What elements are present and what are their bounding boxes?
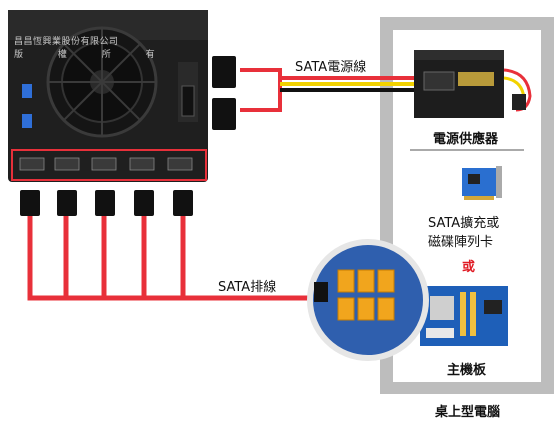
sata-power-cables [240, 68, 420, 112]
pcie-card-icon [462, 166, 502, 200]
sata-cable-label: SATA排線 [218, 280, 277, 295]
watermark-copyright: 版 權 所 有 [14, 50, 171, 60]
power-supply-icon [414, 50, 532, 118]
sata-card-label-line2: 磁碟陣列卡 [428, 235, 494, 250]
motherboard-label: 主機板 [447, 363, 487, 378]
hdd-enclosure-icon [8, 10, 208, 182]
watermark-company: 昌昌恆興業股份有限公司 [14, 37, 119, 47]
desktop-pc-label: 桌上型電腦 [435, 405, 501, 420]
sata-data-connectors [20, 190, 193, 216]
power-supply-label: 電源供應器 [433, 132, 499, 147]
sata-ports-closeup [307, 239, 429, 361]
sata-power-cable-label: SATA電源線 [295, 60, 367, 75]
sata-data-cables [27, 210, 330, 301]
or-label: 或 [462, 260, 476, 275]
sata-power-connectors [212, 56, 236, 130]
sata-card-label-line1: SATA擴充或 [428, 216, 500, 231]
motherboard-icon [420, 286, 508, 346]
